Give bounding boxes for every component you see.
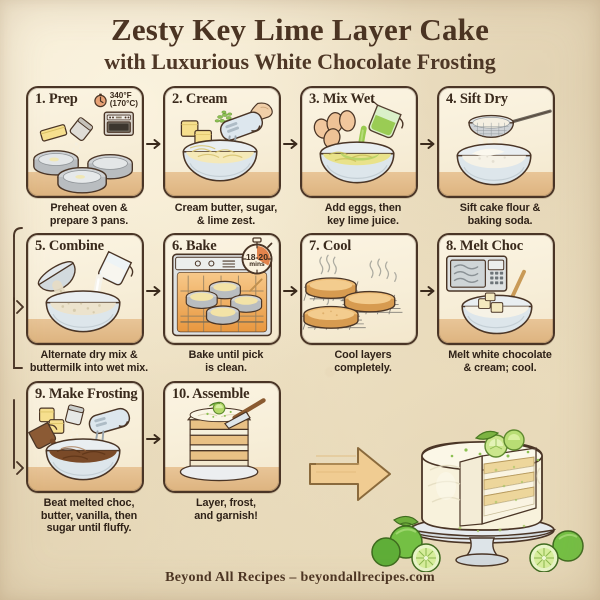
step-card-1[interactable]: 1. Prep 340°F (170°C) xyxy=(26,86,144,198)
big-arrow-right-icon xyxy=(309,447,391,501)
step-title-5: 5. Combine xyxy=(35,238,104,255)
step-caption-7: Cool layers completely. xyxy=(334,349,392,375)
step-title-9: 9. Make Frosting xyxy=(35,385,138,402)
step-cell-7: 7. Cool Cool layers completely. xyxy=(300,233,437,374)
timer-badge: 18-20 mins xyxy=(238,237,276,277)
step-art-7 xyxy=(302,255,403,331)
step-title-6: 6. Bake xyxy=(172,238,217,255)
step-caption-4: Sift cake flour & baking soda. xyxy=(459,202,541,227)
step-caption-6: Bake until pick is clean. xyxy=(188,349,264,375)
flow-arrow-icon xyxy=(420,286,435,297)
step-title-10: 10. Assemble xyxy=(172,385,250,402)
thermometer-icon xyxy=(93,93,107,107)
flow-arrow-icon xyxy=(146,139,161,149)
step-art-6 xyxy=(171,254,273,337)
flow-arrow-icon xyxy=(283,286,298,297)
step-card-9[interactable]: 9. Make Frosting xyxy=(26,380,144,493)
flow-arrow-icon xyxy=(146,433,161,444)
step-card-7[interactable]: 7. Cool xyxy=(300,233,418,346)
flow-arrow-icon xyxy=(146,286,161,297)
step-card-2[interactable]: 2. Cream xyxy=(163,86,281,198)
step-caption-1: Preheat oven & prepare 3 pans. xyxy=(49,202,129,227)
step-art-4 xyxy=(456,109,552,186)
step-art-1 xyxy=(33,111,134,194)
step-cell-4: 4. Sift Dry Sift cake flour & baking sod… xyxy=(437,86,574,227)
step-card-6[interactable]: 6. Bake 18-20 mins xyxy=(163,233,281,346)
flow-arrow-icon xyxy=(283,139,298,149)
stopwatch-icon xyxy=(241,237,273,275)
temperature-badge-text: 340°F (170°C) xyxy=(109,91,138,109)
step-cell-5: 5. Combine Alternate dry mix & buttermil… xyxy=(26,233,163,374)
step-card-3[interactable]: 3. Mix Wet xyxy=(300,86,418,198)
step-cell-2: 2. Cream Cream butter, sugar, & lime zes… xyxy=(163,86,300,227)
timer-badge-value: 18-20 xyxy=(246,252,268,263)
step-title-7: 7. Cool xyxy=(309,238,352,255)
step-art-8 xyxy=(446,256,533,335)
step-card-8[interactable]: 8. Melt Choc xyxy=(437,233,555,346)
step-caption-8: Melt white chocolate & cream; cool. xyxy=(448,349,552,375)
timer-badge-unit: mins xyxy=(249,261,265,269)
step-caption-2: Cream butter, sugar, & lime zest. xyxy=(174,202,278,227)
step-card-5[interactable]: 5. Combine xyxy=(26,233,144,346)
step-title-1: 1. Prep xyxy=(35,91,78,107)
step-card-10[interactable]: 10. Assemble xyxy=(163,380,281,493)
header: Zesty Key Lime Layer Cake with Luxurious… xyxy=(0,12,600,74)
step-art-3 xyxy=(313,100,404,184)
temperature-badge: 340°F (170°C) xyxy=(93,91,138,109)
step-cell-10: 10. Assemble Layer, frost, and garnish! xyxy=(163,380,300,535)
flow-arrow-icon xyxy=(420,139,435,149)
steps-grid: 1. Prep 340°F (170°C) Preheat oven & pre… xyxy=(26,86,574,535)
finished-cake-illustration xyxy=(300,412,600,573)
step-cell-8: 8. Melt Choc Melt white chocolate & crea… xyxy=(437,233,574,374)
step-caption-10: Layer, frost, and garnish! xyxy=(194,496,258,522)
step-art-5 xyxy=(37,251,134,333)
step-caption-5: Alternate dry mix & buttermilk into wet … xyxy=(29,349,149,375)
step-caption-9: Beat melted choc, butter, vanilla, then … xyxy=(40,496,138,535)
step-title-8: 8. Melt Choc xyxy=(446,238,523,255)
step-caption-3: Add eggs, then key lime juice. xyxy=(324,202,402,227)
page-subtitle: with Luxurious White Chocolate Frosting xyxy=(104,48,496,74)
step-art-9 xyxy=(28,404,131,481)
step-cell-1: 1. Prep 340°F (170°C) Preheat oven & pre… xyxy=(26,86,163,227)
step-cell-9: 9. Make Frosting Beat melted choc, butte… xyxy=(26,380,163,535)
step-art-10 xyxy=(179,398,266,482)
step-art-2 xyxy=(180,102,273,182)
step-cell-6: 6. Bake 18-20 mins xyxy=(163,233,300,374)
page-title: Zesty Key Lime Layer Cake xyxy=(110,12,490,47)
step-title-3: 3. Mix Wet xyxy=(309,91,375,107)
step-cell-3: 3. Mix Wet Add eggs, then key lime juice… xyxy=(300,86,437,227)
step-title-2: 2. Cream xyxy=(172,91,228,107)
step-card-4[interactable]: 4. Sift Dry xyxy=(437,86,555,198)
step-title-4: 4. Sift Dry xyxy=(446,91,508,107)
footer-credit: Beyond All Recipes – beyondallrecipes.co… xyxy=(165,570,435,585)
